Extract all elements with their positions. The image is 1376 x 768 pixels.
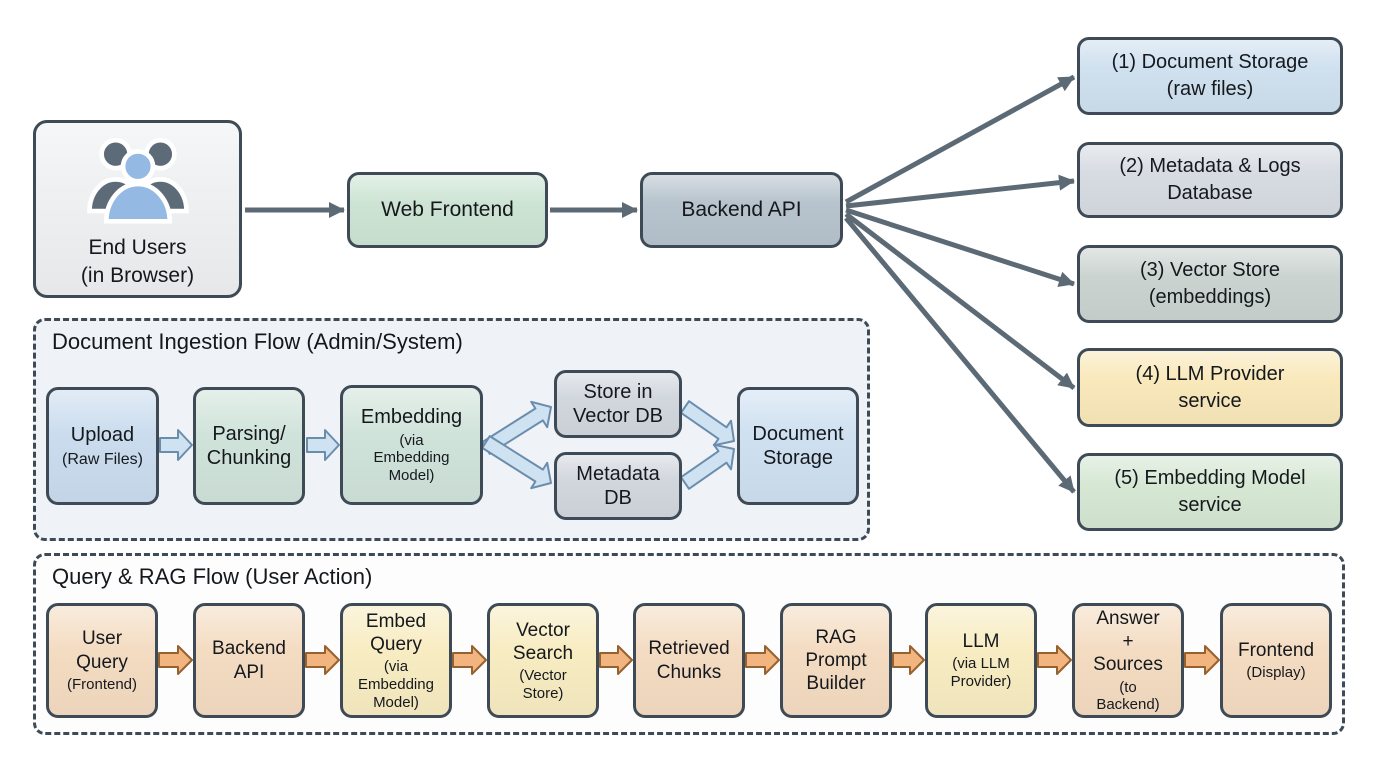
ingestion-flow-title: Document Ingestion Flow (Admin/System) [52,329,463,354]
node-service-vector-store: (3) Vector Store (embeddings) [1077,245,1343,323]
node-metadata-db: Metadata DB [554,452,682,520]
node-subtitle: (via Embedding Model) [358,658,434,711]
service-label: (3) Vector Store [1139,259,1281,281]
node-title: Frontend [1237,640,1315,662]
node-service-document-storage: (1) Document Storage (raw files) [1077,37,1343,115]
node-service-embedding-model: (5) Embedding Model service [1077,453,1343,531]
node-service-llm-provider: (4) LLM Provider service [1077,348,1343,427]
end-users-title: End Users [88,236,187,260]
service-label: Database [1167,182,1253,204]
node-subtitle: (Raw Files) [62,450,143,468]
service-label: (raw files) [1166,78,1254,100]
node-parsing-chunking: Parsing/ Chunking [193,387,305,505]
node-subtitle: (via Embedding Model) [373,431,450,485]
node-title: Embed Query [365,610,427,655]
node-embed-query: Embed Query (via Embedding Model) [340,603,452,718]
backend-api-label: Backend API [681,198,802,222]
node-subtitle: (Display) [1246,664,1306,682]
node-title: Vector Search [512,619,574,664]
users-icon [86,138,189,224]
node-end-users: End Users (in Browser) [33,120,242,298]
node-store-in-vector-db: Store in Vector DB [554,370,682,438]
service-label: (4) LLM Provider [1135,362,1285,385]
end-users-subtitle: (in Browser) [80,263,195,287]
node-title: RAG Prompt Builder [805,626,867,695]
service-label: (1) Document Storage [1111,51,1309,73]
node-rag-prompt-builder: RAG Prompt Builder [780,603,892,718]
node-title: Metadata DB [576,462,660,509]
node-query-frontend: Frontend (Display) [1220,603,1332,718]
node-subtitle: (Vector Store) [519,666,567,702]
node-subtitle: (to Backend) [1096,678,1160,714]
service-label: (5) Embedding Model [1114,467,1306,489]
node-title: User Query [76,628,128,673]
node-vector-search: Vector Search (Vector Store) [487,603,599,718]
node-title: Parsing/ Chunking [206,422,292,469]
service-label: service [1178,494,1242,516]
node-backend-api: Backend API [640,172,843,248]
web-frontend-label: Web Frontend [381,198,514,222]
node-title: Document Storage [752,422,844,469]
node-query-backend-api: Backend API [193,603,305,718]
node-title: Embedding [360,406,463,429]
service-label: service [1178,389,1242,412]
node-title: Retrieved Chunks [648,638,730,683]
node-title: Upload [70,424,135,447]
node-retrieved-chunks: Retrieved Chunks [633,603,745,718]
node-title: Store in Vector DB [572,380,664,427]
node-service-metadata-logs-db: (2) Metadata & Logs Database [1077,142,1343,218]
node-ingest-document-storage: Document Storage [737,387,859,505]
node-title: Answer + Sources [1093,608,1163,676]
node-title: LLM [962,631,1000,653]
node-llm: LLM (via LLM Provider) [925,603,1037,718]
query-flow-title: Query & RAG Flow (User Action) [52,564,373,589]
node-subtitle: (Frontend) [66,675,138,693]
node-web-frontend: Web Frontend [347,172,548,248]
node-answer-sources: Answer + Sources (to Backend) [1072,603,1184,718]
service-label: (2) Metadata & Logs [1119,155,1301,177]
node-subtitle: (via LLM Provider) [950,655,1012,691]
service-label: (embeddings) [1148,286,1272,308]
node-user-query: User Query (Frontend) [46,603,158,718]
node-title: Backend API [212,638,286,683]
node-upload: Upload (Raw Files) [46,387,159,505]
node-embedding: Embedding (via Embedding Model) [340,385,483,505]
